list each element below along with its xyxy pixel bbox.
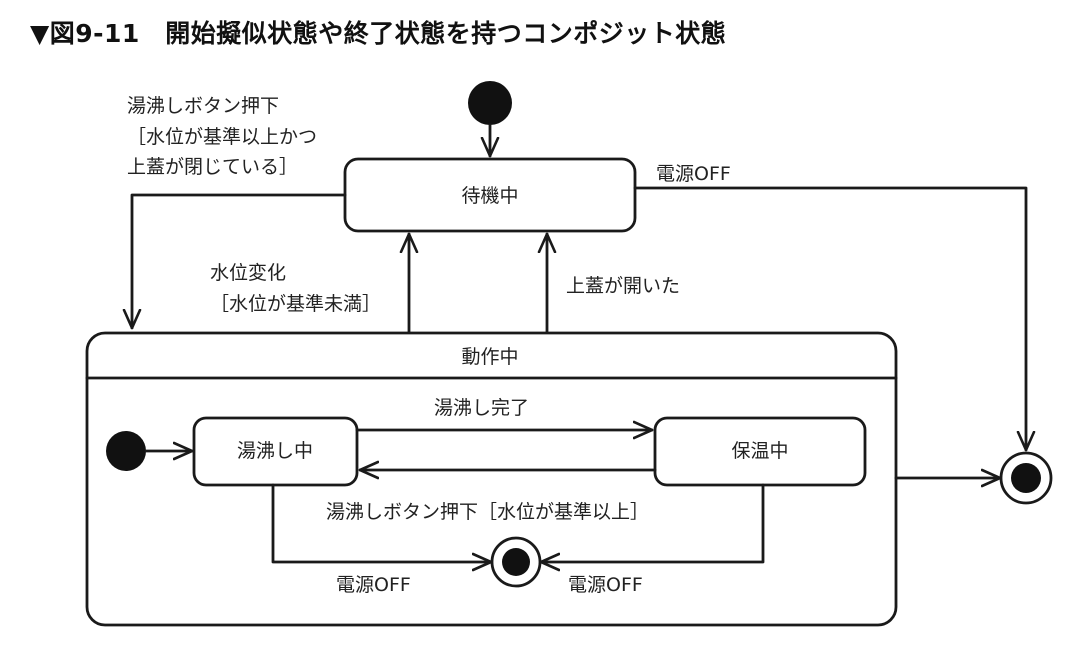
transition-label-water-level-2: ［水位が基準未満］: [210, 293, 381, 315]
transition-boiling-to-final: [271, 483, 493, 562]
transition-label-power-off-right: 電源OFF: [568, 574, 643, 596]
state-boiling-label: 湯沸し中: [237, 440, 313, 462]
composite-state-operating-label: 動作中: [461, 346, 518, 368]
transition-label-power-off-left: 電源OFF: [336, 574, 411, 596]
state-boiling[interactable]: [192, 416, 359, 487]
state-keeping-warm[interactable]: [653, 416, 867, 487]
state-waiting-label: 待機中: [461, 185, 518, 207]
state-keeping-warm-label: 保温中: [731, 440, 788, 462]
transition-label-boil-button-3: 上蓋が閉じている］: [127, 156, 298, 178]
transition-label-boil-button-2: ［水位が基準以上かつ: [127, 126, 317, 148]
transition-waiting-to-final: [633, 186, 1026, 452]
figure-title: ▼図9-11 開始擬似状態や終了状態を持つコンポジット状態: [30, 19, 727, 48]
transition-label-boil-button-inner: 湯沸しボタン押下［水位が基準以上］: [326, 501, 649, 523]
transition-waiting-to-operating: [132, 193, 347, 330]
inner-initial-state: [106, 431, 146, 471]
transition-keeping-warm-to-final: [539, 483, 765, 562]
transition-label-boil-complete: 湯沸し完了: [434, 397, 529, 419]
transition-label-boil-button-1: 湯沸しボタン押下: [127, 95, 279, 117]
outer-final-state-core: [1011, 463, 1041, 493]
transition-label-lid-opened: 上蓋が開いた: [566, 275, 680, 297]
inner-final-state-core: [502, 548, 530, 576]
outer-initial-state: [468, 81, 512, 125]
transition-label-water-level-1: 水位変化: [210, 262, 286, 284]
transition-label-power-off-outer: 電源OFF: [656, 163, 731, 185]
